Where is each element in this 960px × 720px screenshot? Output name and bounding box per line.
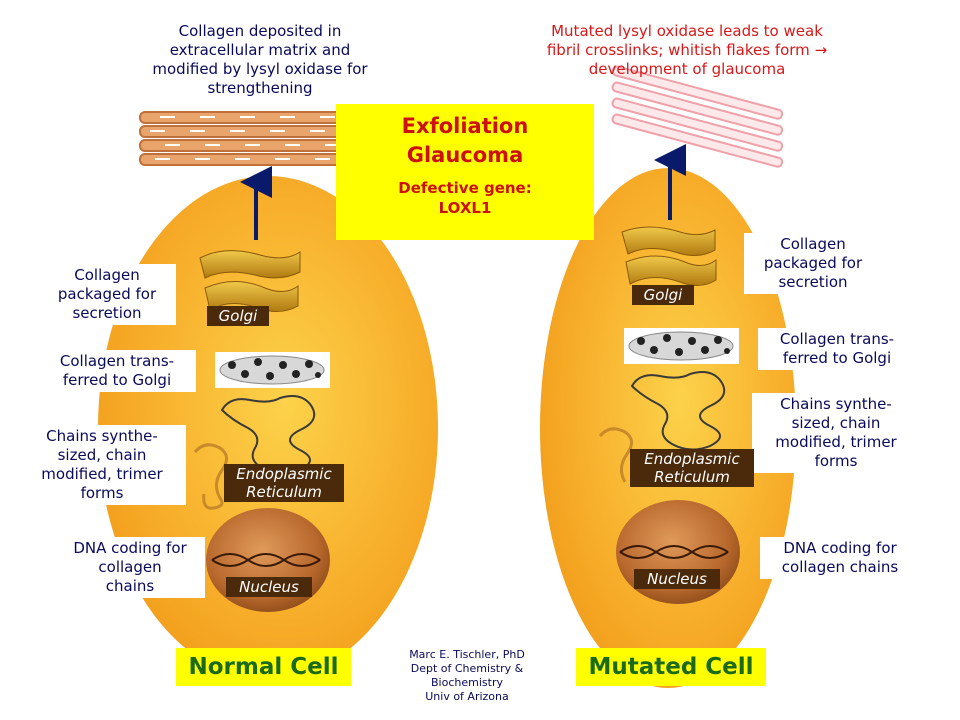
mutated-er-arm-icon	[598, 427, 633, 483]
mutated-label-chains: Chains synthe- sized, chain modified, tr…	[752, 393, 920, 473]
normal-cell-label: Normal Cell	[176, 648, 351, 686]
mutated-er-label: Endoplasmic Reticulum	[630, 449, 754, 487]
author-credit: Marc E. Tischler, PhD Dept of Chemistry …	[409, 648, 525, 703]
normal-label-transferred: Collagen trans- ferred to Golgi	[38, 350, 196, 392]
normal-golgi-label: Golgi	[207, 306, 269, 326]
normal-er-label: Endoplasmic Reticulum	[224, 464, 344, 502]
mutated-label-packaged: Collagen packaged for secretion	[744, 233, 882, 294]
mutated-cell-label: Mutated Cell	[576, 648, 766, 686]
mutated-label-dna: DNA coding for collagen chains	[760, 537, 920, 579]
mutated-golgi-label: Golgi	[632, 285, 694, 305]
mutated-dna-icon	[619, 545, 729, 559]
normal-top-caption: Collagen deposited in extracellular matr…	[152, 22, 368, 97]
normal-dna-icon	[211, 553, 321, 567]
title-box: Exfoliation Glaucoma Defective gene: LOX…	[336, 104, 594, 240]
mutated-golgi-icon	[621, 226, 717, 286]
normal-golgi-icon	[199, 250, 301, 312]
normal-label-dna: DNA coding for collagen chains	[55, 537, 205, 598]
mutated-top-caption: Mutated lysyl oxidase leads to weak fibr…	[546, 22, 828, 78]
mutated-transfer-vesicles-icon	[624, 328, 739, 364]
mutated-label-transferred: Collagen trans- ferred to Golgi	[758, 328, 916, 370]
title-line2: Glaucoma	[406, 143, 524, 167]
normal-transfer-vesicles-icon	[215, 352, 330, 388]
gene-line2: LOXL1	[438, 199, 492, 217]
normal-label-chains: Chains synthe- sized, chain modified, tr…	[18, 425, 186, 505]
normal-label-packaged: Collagen packaged for secretion	[38, 264, 176, 325]
normal-er-icon	[220, 395, 316, 475]
mutated-collagen-fibrils	[611, 65, 784, 168]
normal-nucleus-label: Nucleus	[226, 577, 312, 597]
mutated-er-icon	[630, 371, 726, 451]
mutated-nucleus-label: Nucleus	[634, 569, 720, 589]
normal-er-arm-icon	[193, 443, 228, 510]
gene-line1: Defective gene:	[398, 179, 532, 197]
title-line1: Exfoliation	[401, 114, 529, 138]
normal-collagen-fibrils	[139, 111, 356, 166]
